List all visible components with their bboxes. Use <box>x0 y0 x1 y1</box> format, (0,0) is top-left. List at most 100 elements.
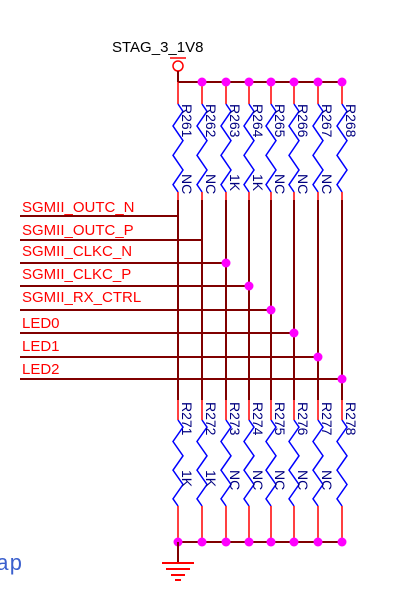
top-bus-junction <box>244 77 254 87</box>
bot-res-r271: R271 1K <box>172 400 195 542</box>
resistor-value: NC <box>319 174 335 194</box>
resistor-value: NC <box>295 174 311 194</box>
resistor-ref: R275 <box>272 402 288 436</box>
top-bus-junction <box>337 77 347 87</box>
net-label: LED2 <box>22 361 60 378</box>
resistor-ref: R261 <box>179 104 195 138</box>
resistor-ref: R276 <box>295 402 311 436</box>
net-label: LED1 <box>22 338 60 355</box>
resistor-ref: R271 <box>179 402 195 436</box>
resistor-value: NC <box>319 470 335 490</box>
top-res-r264: R264 1K <box>243 82 266 200</box>
resistor-body <box>288 419 300 507</box>
junction-dot <box>244 281 254 291</box>
resistor-value: 1K <box>203 470 219 488</box>
resistor-body <box>336 103 348 193</box>
net-label: SGMII_CLKC_N <box>22 243 132 260</box>
resistor-body <box>265 419 277 507</box>
resistor-ref: R278 <box>343 402 359 436</box>
resistor-ref: R273 <box>227 402 243 436</box>
junctions <box>173 77 347 547</box>
resistor-value: NC <box>295 470 311 490</box>
resistor-value: 1K <box>227 174 243 192</box>
junction-dot <box>289 328 299 338</box>
resistor-body <box>172 103 184 193</box>
resistor-body <box>265 103 277 193</box>
resistor-ref: R263 <box>227 104 243 138</box>
bottom-resistor-array: R2711KR2721KR273NCR274NCR275NCR276NCR277… <box>172 400 359 542</box>
resistor-body <box>336 419 348 507</box>
resistor-body <box>220 419 232 507</box>
junction-dot <box>266 305 276 315</box>
resistor-ref: R274 <box>250 402 266 436</box>
net-label: SGMII_RX_CTRL <box>22 289 141 306</box>
top-res-r268: R268 <box>336 82 359 200</box>
bottom-bus-junction <box>337 537 347 547</box>
resistor-value: 1K <box>250 174 266 192</box>
resistor-ref: R266 <box>295 104 311 138</box>
resistor-ref: R264 <box>250 104 266 138</box>
top-bus-junction <box>266 77 276 87</box>
resistor-body <box>243 419 255 507</box>
net-label: SGMII_OUTC_P <box>22 222 134 239</box>
power-ring-icon <box>170 57 186 82</box>
resistor-ref: R272 <box>203 402 219 436</box>
top-res-r263: R263 1K <box>220 82 243 200</box>
top-bus-junction <box>289 77 299 87</box>
resistor-ref: R262 <box>203 104 219 138</box>
junction-dot <box>337 374 347 384</box>
net-label: SGMII_OUTC_N <box>22 199 135 216</box>
net-labels: SGMII_OUTC_N SGMII_OUTC_P SGMII_CLKC_N SGMI… <box>22 199 141 378</box>
junction-dot <box>221 258 231 268</box>
bot-res-r272: R272 1K <box>196 400 219 542</box>
resistor-value: NC <box>272 174 288 194</box>
resistor-body <box>172 419 184 507</box>
resistor-body <box>220 103 232 193</box>
power-rail-label: STAG_3_1V8 <box>112 39 203 56</box>
bot-res-r278: R278 <box>336 400 359 542</box>
resistor-body <box>312 419 324 507</box>
resistor-ref: R267 <box>319 104 335 138</box>
resistor-value: NC <box>179 174 195 194</box>
bottom-bus-junction <box>244 537 254 547</box>
resistor-body <box>312 103 324 193</box>
page-text-fragment: ap <box>0 552 22 577</box>
resistor-body <box>288 103 300 193</box>
net-label: SGMII_CLKC_P <box>22 266 131 283</box>
resistor-value: NC <box>203 174 219 194</box>
net-wires <box>20 200 343 400</box>
resistor-ref: R268 <box>343 104 359 138</box>
top-bus-junction <box>313 77 323 87</box>
resistor-value: 1K <box>179 470 195 488</box>
top-resistor-array: R261NCR262NCR2631KR2641KR265NCR266NCR267… <box>172 82 359 200</box>
ground-icon <box>162 542 194 581</box>
resistor-value: NC <box>227 470 243 490</box>
resistor-ref: R265 <box>272 104 288 138</box>
junction-dot <box>313 352 323 362</box>
resistor-value: NC <box>250 470 266 490</box>
resistor-body <box>196 419 208 507</box>
bottom-bus-junction <box>221 537 231 547</box>
bottom-bus-junction <box>313 537 323 547</box>
bottom-bus-junction <box>266 537 276 547</box>
resistor-ref: R277 <box>319 402 335 436</box>
resistor-value: NC <box>272 470 288 490</box>
resistor-body <box>243 103 255 193</box>
net-label: LED0 <box>22 315 60 332</box>
bottom-bus-junction <box>289 537 299 547</box>
top-bus-junction <box>221 77 231 87</box>
resistor-body <box>196 103 208 193</box>
top-bus-junction <box>197 77 207 87</box>
bottom-bus-junction <box>197 537 207 547</box>
